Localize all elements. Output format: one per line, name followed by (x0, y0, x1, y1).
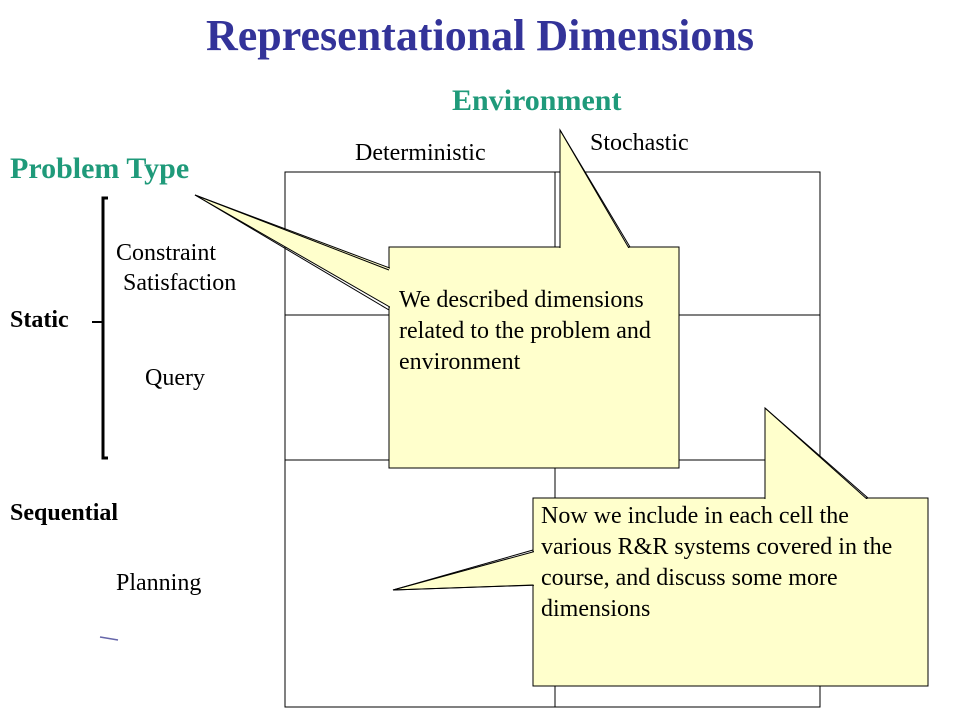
column-stochastic: Stochastic (590, 130, 689, 156)
stray-mark (99, 636, 119, 641)
row-label-satisfaction: Satisfaction (123, 270, 237, 296)
static-bracket (101, 196, 108, 460)
sequential-label: Sequential (10, 500, 119, 526)
environment-heading: Environment (452, 84, 622, 117)
problem-type-heading: Problem Type (10, 152, 190, 185)
row-label-query: Query (145, 365, 205, 391)
callout-1-text: We described dimensions related to the p… (399, 287, 651, 375)
static-label: Static (10, 307, 69, 333)
row-label-constraint: Constraint (116, 240, 216, 266)
slide-title: Representational Dimensions (206, 11, 754, 60)
grid-outline (284, 171, 821, 708)
column-deterministic: Deterministic (355, 140, 486, 166)
row-label-planning: Planning (116, 570, 202, 596)
callout-2-text: Now we include in each cell the various … (541, 503, 893, 622)
